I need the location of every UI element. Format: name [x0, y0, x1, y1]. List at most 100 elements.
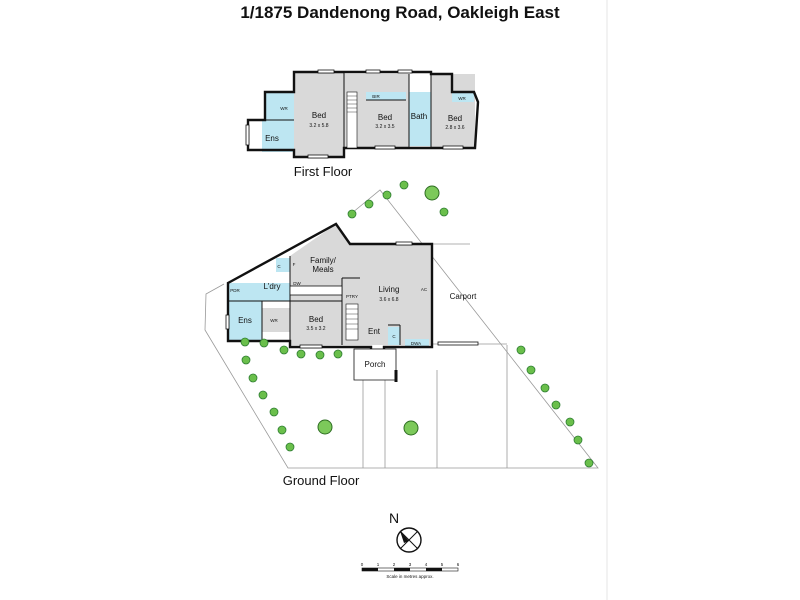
scale-tick-label: 1 — [377, 562, 380, 567]
gf-dwa-fill — [405, 339, 429, 347]
tree-icon — [317, 419, 333, 435]
ff-wr2-label: WR — [458, 96, 466, 101]
scale-caption: Scale in metres approx. — [386, 574, 433, 579]
gf-window — [299, 344, 323, 349]
gf-main-fill — [290, 224, 432, 345]
shrub-icon — [551, 400, 561, 410]
ff-bed-1-label: Bed — [312, 111, 326, 120]
ff-window — [307, 154, 329, 159]
gf-bed-label: Bed — [309, 315, 323, 324]
scale-tick-label: 3 — [409, 562, 412, 567]
shrub-icon — [439, 207, 449, 217]
ff-bed-1-dims: 3.2 x 5.8 — [309, 123, 328, 129]
shrub-icon — [540, 383, 550, 393]
tree-icon — [403, 420, 419, 436]
shrub-icon — [279, 345, 289, 355]
gf-ac-label: AC — [421, 287, 428, 292]
gf-bed-dims: 3.5 x 3.2 — [306, 326, 325, 332]
ff-window — [397, 69, 413, 74]
ff-window — [245, 124, 250, 146]
gf-c2-fill — [388, 327, 400, 345]
gf-family-label-1: Family/ — [310, 256, 337, 265]
scale-bar: 0 1 2 3 4 5 6 Scale in metres approx. — [361, 562, 460, 579]
scale-tick-label: 4 — [425, 562, 428, 567]
gf-c-label: C — [277, 264, 281, 269]
scale-segment — [394, 568, 410, 571]
ff-bed-3-label: Bed — [448, 114, 462, 123]
scale-tick-label: 5 — [441, 562, 444, 567]
north-label: N — [389, 510, 399, 526]
scale-tick-label: 0 — [361, 562, 364, 567]
shrub-icon — [584, 458, 594, 468]
shrub-icon — [258, 390, 268, 400]
gf-window — [395, 241, 413, 246]
ff-wr-fill — [265, 92, 294, 120]
shrub-icon — [565, 417, 575, 427]
ff-stairs — [346, 91, 358, 149]
shrub-icon — [333, 349, 343, 359]
first-floor-label: First Floor — [294, 164, 353, 179]
site-boundary — [204, 283, 363, 469]
gf-ens-label: Ens — [238, 316, 252, 325]
shrub-icon — [240, 337, 250, 347]
ff-bir-label: BIR — [372, 94, 380, 99]
gf-f-label: F — [293, 262, 296, 267]
shrub-icon — [296, 349, 306, 359]
gf-window — [437, 341, 479, 346]
page-title: 1/1875 Dandenong Road, Oakleigh East — [240, 3, 560, 22]
ff-bir-fill — [366, 92, 406, 100]
landscaping — [240, 180, 594, 468]
gf-carport-label: Carport — [450, 292, 477, 301]
ff-wr-label: WR — [280, 106, 288, 111]
shrub-icon — [573, 435, 583, 445]
gf-ptry-label: PTRY — [346, 294, 358, 299]
ff-bed-3-dims: 2.8 x 3.6 — [445, 125, 464, 131]
gf-c2-label: C — [392, 334, 396, 339]
shrub-icon — [269, 407, 279, 417]
shrub-icon — [315, 350, 325, 360]
ff-window — [317, 69, 335, 74]
ff-ens-label: Ens — [265, 134, 279, 143]
shrub-icon — [277, 425, 287, 435]
ff-window — [374, 145, 396, 150]
ground-floor-plan: Family/ Meals Living 3.6 x 6.8 Bed 3.5 x… — [204, 189, 599, 488]
gf-c-fill — [276, 258, 290, 272]
gf-living-label: Living — [379, 285, 400, 294]
ff-ens-fill — [262, 120, 294, 152]
gf-family-label-2: Meals — [312, 265, 333, 274]
gf-wr-fill — [262, 308, 290, 332]
scale-segment — [426, 568, 442, 571]
scale-tick-label: 2 — [393, 562, 396, 567]
gf-wr-label: WR — [270, 318, 278, 323]
gf-dw-label: DW — [293, 281, 301, 286]
shrub-icon — [516, 345, 526, 355]
compass: N — [389, 510, 422, 553]
ff-bed-2-label: Bed — [378, 113, 392, 122]
gf-ens-fill — [228, 301, 262, 341]
first-floor-plan: Bed 3.2 x 5.8 Bed 3.2 x 3.5 Bed 2.8 x 3.… — [245, 69, 480, 179]
gf-ldry-label: L'dry — [263, 282, 280, 291]
shrub-icon — [526, 365, 536, 375]
ff-bath-label: Bath — [411, 112, 427, 121]
shrub-icon — [248, 373, 258, 383]
gf-living-dims: 3.6 x 6.8 — [379, 297, 398, 303]
north-arrow-icon — [400, 531, 409, 543]
ff-bed-1-fill — [294, 72, 344, 156]
shrub-icon — [364, 199, 374, 209]
ff-bed-2-dims: 3.2 x 3.5 — [375, 124, 394, 130]
shrub-icon — [347, 209, 357, 219]
scale-segment — [362, 568, 378, 571]
gf-ent-label: Ent — [368, 327, 381, 336]
scale-tick-label: 6 — [457, 562, 460, 567]
scale-ticks: 0 1 2 3 4 5 6 — [361, 562, 460, 567]
shrub-icon — [259, 338, 269, 348]
shrub-icon — [285, 442, 295, 452]
ff-window — [365, 69, 381, 74]
gf-pdr-label: PDR — [230, 288, 240, 293]
gf-window — [225, 314, 230, 330]
compass-cross — [399, 530, 419, 550]
tree-icon — [424, 185, 440, 201]
gf-stairs — [345, 303, 359, 341]
ground-floor-label: Ground Floor — [283, 473, 360, 488]
